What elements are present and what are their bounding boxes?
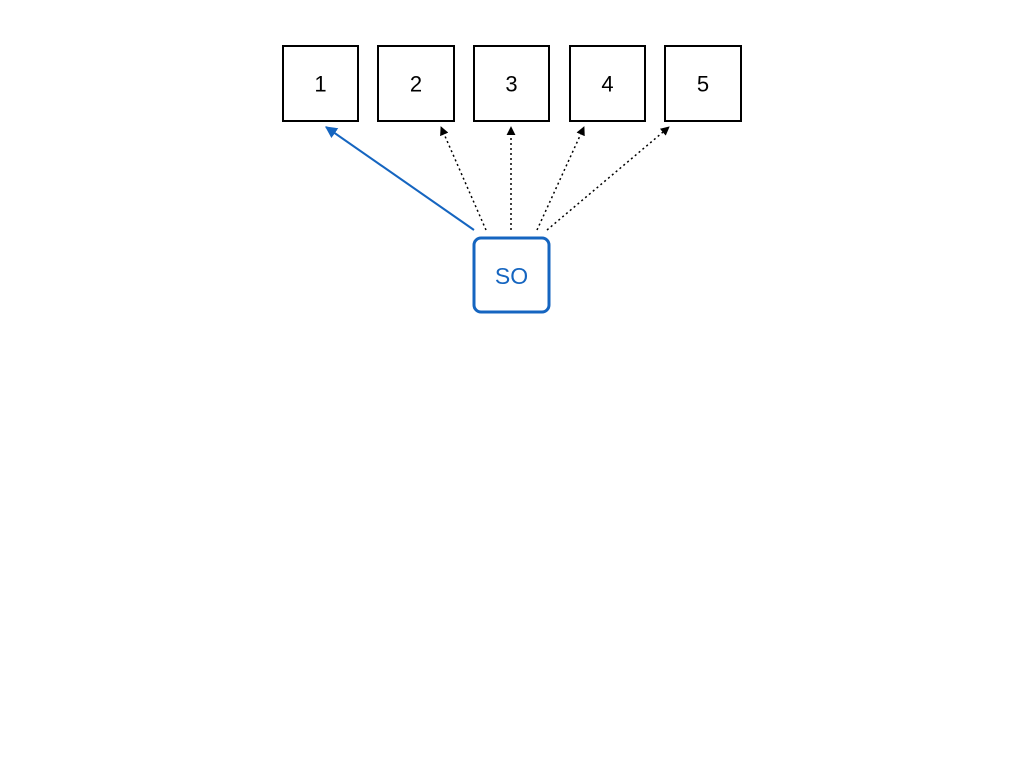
slot-label-2: 2 [410, 72, 422, 97]
slot-label-1: 1 [314, 72, 326, 97]
arrow-so-to-4 [536, 126, 585, 231]
slot-label-4: 4 [601, 72, 613, 97]
slot-label-3: 3 [505, 72, 517, 97]
slot-box-2: 2 [377, 45, 455, 122]
arrow-so-to-1 [325, 126, 475, 231]
arrow-so-to-5 [546, 126, 670, 231]
slot-box-1: 1 [282, 45, 359, 122]
connectors [325, 126, 670, 231]
source-label: SO [495, 263, 528, 289]
slot-box-4: 4 [569, 45, 646, 122]
slot-label-5: 5 [697, 72, 709, 97]
source-box: SO [472, 236, 551, 314]
arrow-so-to-2 [440, 126, 487, 231]
slot-box-5: 5 [664, 45, 742, 122]
slot-box-3: 3 [473, 45, 550, 122]
